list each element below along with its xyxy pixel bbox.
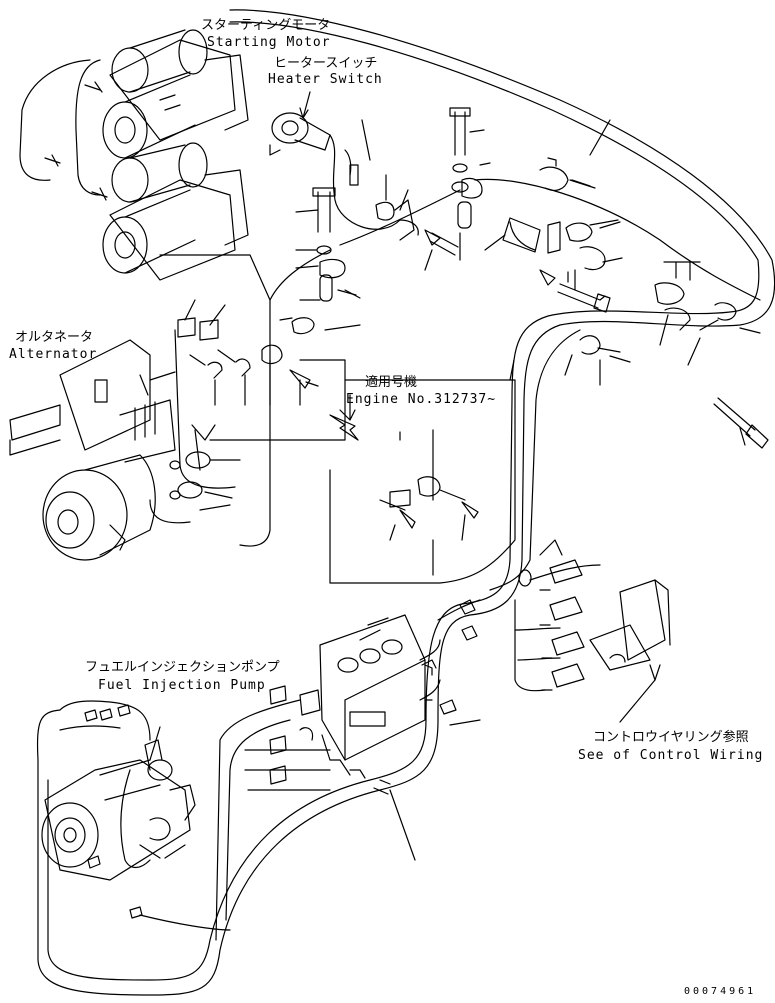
control-wiring-label-en: See of Control Wiring	[578, 748, 764, 763]
control-wiring-label-jp: コントロウイヤリング参照	[593, 730, 749, 745]
inset-arrow	[329, 414, 359, 441]
harness-fuel-pump	[215, 699, 301, 941]
harness-inner-loop	[47, 21, 760, 981]
control-unit	[269, 614, 433, 795]
harness-alternator-run	[159, 254, 271, 547]
alternator-label-en: Alternator	[9, 347, 98, 362]
heater-switch	[269, 91, 401, 230]
small-connectors	[421, 599, 478, 715]
harness-left-loop	[19, 59, 91, 181]
applicable-label-en: Engine No.312737~	[346, 392, 497, 407]
starting-motor-upper	[102, 29, 249, 159]
heater-switch-label-jp: ヒータースイッチ	[274, 56, 378, 71]
part-number: 00074961	[684, 986, 757, 997]
applicable-inset	[329, 379, 516, 584]
leader-lines	[139, 119, 761, 861]
fuel-pump-label-en: Fuel Injection Pump	[98, 678, 266, 693]
starting-motor-label-en: Starting Motor	[207, 35, 331, 50]
alternator-label-jp: オルタネータ	[15, 330, 94, 345]
starter-small-bolts	[44, 81, 108, 201]
starting-motor-label-jp: スターティングモータ	[201, 18, 331, 33]
fuel-pump-label-jp: フュエルインジェクションポンプ	[85, 660, 280, 675]
harness-connector-run	[529, 564, 601, 581]
control-bracket	[589, 579, 671, 723]
connector-bank	[518, 539, 585, 691]
applicable-label-jp: 適用号機	[365, 375, 418, 390]
heater-switch-label-en: Heater Switch	[268, 72, 383, 87]
hardware-bolts-right	[539, 219, 769, 449]
fuel-injection-pump	[41, 704, 196, 919]
hardware-bolts-upper	[295, 107, 591, 302]
starting-motor-lower	[102, 142, 249, 281]
harness-right-branch	[474, 178, 761, 301]
alternator	[9, 339, 176, 561]
alternator-hardware	[169, 317, 319, 500]
main-harness-outline	[36, 9, 775, 996]
